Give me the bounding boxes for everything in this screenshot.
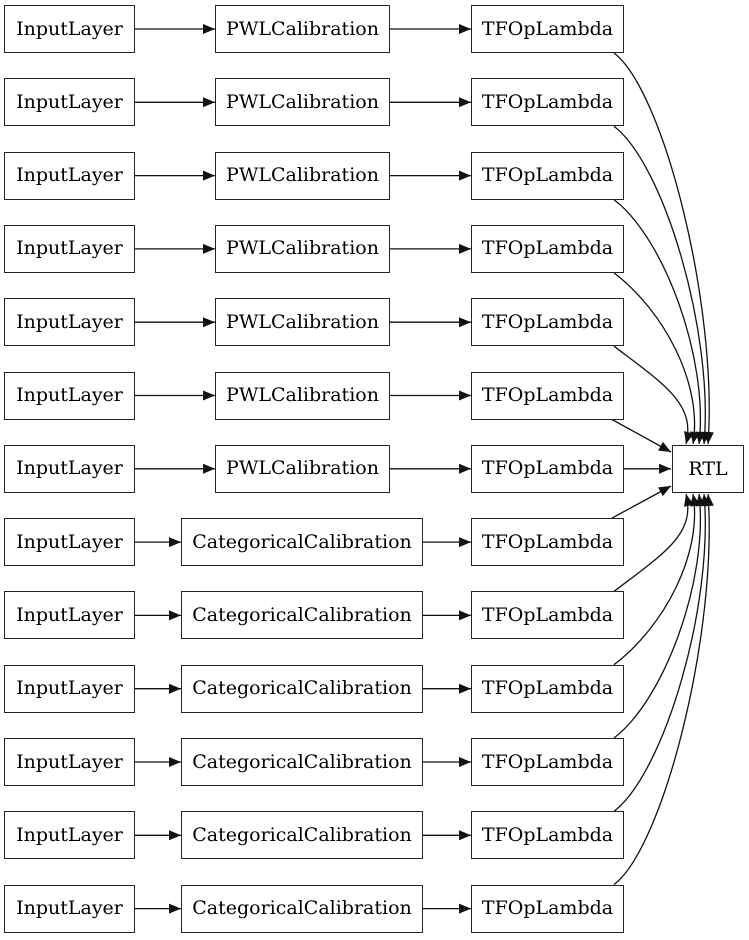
node-tfoplambda-13: TFOpLambda <box>471 884 624 933</box>
edge-lambda-rtl-2 <box>613 125 711 445</box>
node-pwlcalibration-1: PWLCalibration <box>215 5 390 53</box>
edge-lambda-rtl-5 <box>613 345 694 445</box>
edge-lambda-rtl-11 <box>613 493 706 739</box>
node-inputlayer-7: InputLayer <box>4 444 135 493</box>
edge-lambda-rtl-1 <box>613 52 714 445</box>
node-pwlcalibration-2: PWLCalibration <box>215 78 390 127</box>
node-inputlayer-12: InputLayer <box>4 811 135 860</box>
edge-lambda-rtl-12 <box>613 493 711 812</box>
node-inputlayer-11: InputLayer <box>4 738 135 786</box>
node-tfoplambda-6: TFOpLambda <box>471 371 624 420</box>
node-tfoplambda-8: TFOpLambda <box>471 518 624 567</box>
node-categoricalcalibration-11: CategoricalCalibration <box>181 738 423 786</box>
node-tfoplambda-9: TFOpLambda <box>471 591 624 640</box>
node-categoricalcalibration-12: CategoricalCalibration <box>181 811 423 860</box>
node-tfoplambda-2: TFOpLambda <box>471 78 624 127</box>
node-tfoplambda-12: TFOpLambda <box>471 811 624 860</box>
edge-lambda-rtl-3 <box>613 199 706 445</box>
node-inputlayer-1: InputLayer <box>4 5 135 53</box>
node-categoricalcalibration-8: CategoricalCalibration <box>181 518 423 567</box>
node-categoricalcalibration-10: CategoricalCalibration <box>181 664 423 713</box>
edge-lambda-rtl-4 <box>613 272 700 445</box>
node-inputlayer-10: InputLayer <box>4 664 135 713</box>
node-inputlayer-3: InputLayer <box>4 151 135 200</box>
edge-lambda-rtl-10 <box>613 493 700 666</box>
node-pwlcalibration-6: PWLCalibration <box>215 371 390 420</box>
node-tfoplambda-10: TFOpLambda <box>471 664 624 713</box>
node-tfoplambda-11: TFOpLambda <box>471 738 624 786</box>
edge-lambda-rtl-8 <box>611 485 672 519</box>
node-inputlayer-2: InputLayer <box>4 78 135 127</box>
node-pwlcalibration-3: PWLCalibration <box>215 151 390 200</box>
node-inputlayer-9: InputLayer <box>4 591 135 640</box>
node-pwlcalibration-4: PWLCalibration <box>215 224 390 273</box>
node-tfoplambda-4: TFOpLambda <box>471 224 624 273</box>
edge-lambda-rtl-9 <box>613 493 694 592</box>
node-inputlayer-6: InputLayer <box>4 371 135 420</box>
node-inputlayer-8: InputLayer <box>4 518 135 567</box>
node-rtl: RTL <box>672 445 744 493</box>
node-categoricalcalibration-13: CategoricalCalibration <box>181 884 423 933</box>
node-pwlcalibration-5: PWLCalibration <box>215 298 390 347</box>
node-categoricalcalibration-9: CategoricalCalibration <box>181 591 423 640</box>
edge-lambda-rtl-13 <box>613 493 714 886</box>
node-pwlcalibration-7: PWLCalibration <box>215 444 390 493</box>
node-inputlayer-4: InputLayer <box>4 224 135 273</box>
node-tfoplambda-5: TFOpLambda <box>471 298 624 347</box>
node-inputlayer-5: InputLayer <box>4 298 135 347</box>
node-tfoplambda-1: TFOpLambda <box>471 5 624 53</box>
edge-lambda-rtl-6 <box>611 418 672 453</box>
node-tfoplambda-7: TFOpLambda <box>471 444 624 493</box>
node-tfoplambda-3: TFOpLambda <box>471 151 624 200</box>
node-inputlayer-13: InputLayer <box>4 884 135 933</box>
